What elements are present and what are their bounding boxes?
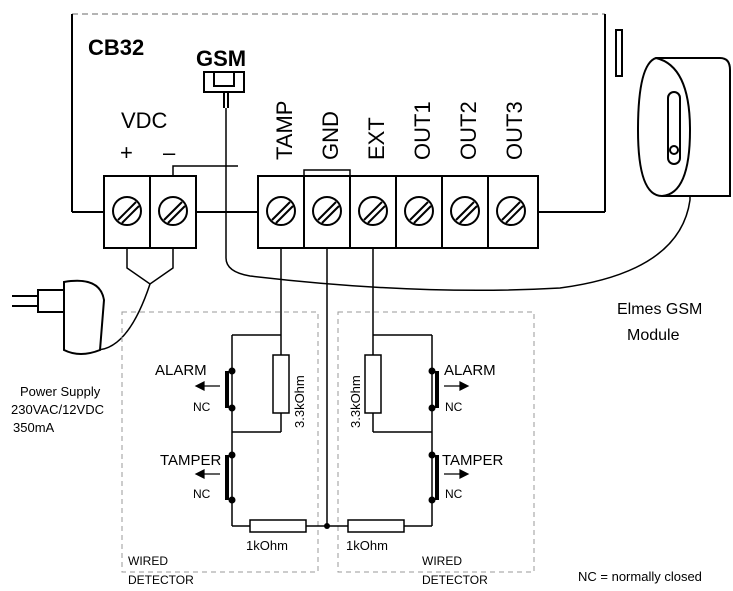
right-resistor-series — [347, 519, 405, 533]
gsm-module — [615, 29, 731, 197]
gsm-antenna-cable — [225, 108, 691, 292]
left-alarm-label: ALARM — [155, 362, 207, 379]
right-resistor-parallel — [364, 354, 382, 414]
detector-right-frame — [337, 311, 535, 573]
right-alarm-nc: NC — [445, 400, 463, 414]
gsm-module-label-line1: Elmes GSM — [617, 301, 702, 318]
power-supply-line3: 350mA — [13, 420, 55, 435]
gsm-module-body — [636, 57, 731, 197]
power-wires-fork — [126, 248, 174, 285]
left-tamper-nc: NC — [193, 487, 211, 501]
right-tamper-nc: NC — [445, 487, 463, 501]
left-caption-line2: DETECTOR — [128, 573, 194, 587]
gnd-junction-dot — [324, 523, 330, 529]
io-terminal-block — [257, 175, 539, 249]
power-supply-adapter — [12, 279, 106, 355]
right-resistor-parallel-value: 3.3kOhm — [348, 375, 363, 428]
gsm-label: GSM — [196, 46, 246, 71]
left-tamper-label: TAMPER — [160, 452, 222, 469]
terminal-label-out1: OUT1 — [410, 101, 435, 160]
vdc-minus: – — [163, 140, 176, 165]
power-supply-line2: 230VAC/12VDC — [11, 402, 104, 417]
vdc-plus: + — [120, 140, 133, 165]
right-resistor-series-value: 1kOhm — [346, 538, 388, 553]
terminal-label-out2: OUT2 — [456, 101, 481, 160]
vdc-jumper-wire — [172, 165, 238, 176]
contact-arrows — [194, 381, 470, 479]
left-resistor-series — [249, 519, 307, 533]
detector-wiring — [231, 248, 433, 527]
controller-name: CB32 — [88, 35, 144, 60]
gsm-connector — [203, 71, 245, 108]
controller-outline — [71, 13, 606, 213]
terminal-label-gnd: GND — [318, 111, 343, 160]
terminal-label-out3: OUT3 — [502, 101, 527, 160]
right-tamper-label: TAMPER — [442, 452, 504, 469]
vdc-label: VDC — [121, 108, 168, 133]
detector-left-frame — [121, 311, 319, 573]
terminal-label-ext: EXT — [364, 117, 389, 160]
left-resistor-parallel-value: 3.3kOhm — [292, 375, 307, 428]
gsm-module-antenna — [615, 29, 623, 77]
left-caption-line1: WIRED — [128, 554, 168, 568]
left-alarm-nc: NC — [193, 400, 211, 414]
contact-switches — [225, 367, 439, 504]
right-alarm-label: ALARM — [444, 362, 496, 379]
terminal-label-tamp: TAMP — [272, 101, 297, 160]
gnd-tab — [303, 169, 351, 176]
vdc-terminal-block — [103, 175, 197, 249]
right-caption-line1: WIRED — [422, 554, 462, 568]
nc-legend: NC = normally closed — [578, 569, 702, 584]
left-resistor-parallel — [272, 354, 290, 414]
power-supply-cable — [95, 283, 151, 351]
left-resistor-series-value: 1kOhm — [246, 538, 288, 553]
gsm-module-label-line2: Module — [627, 327, 680, 344]
power-supply-line1: Power Supply — [20, 384, 101, 399]
right-caption-line2: DETECTOR — [422, 573, 488, 587]
